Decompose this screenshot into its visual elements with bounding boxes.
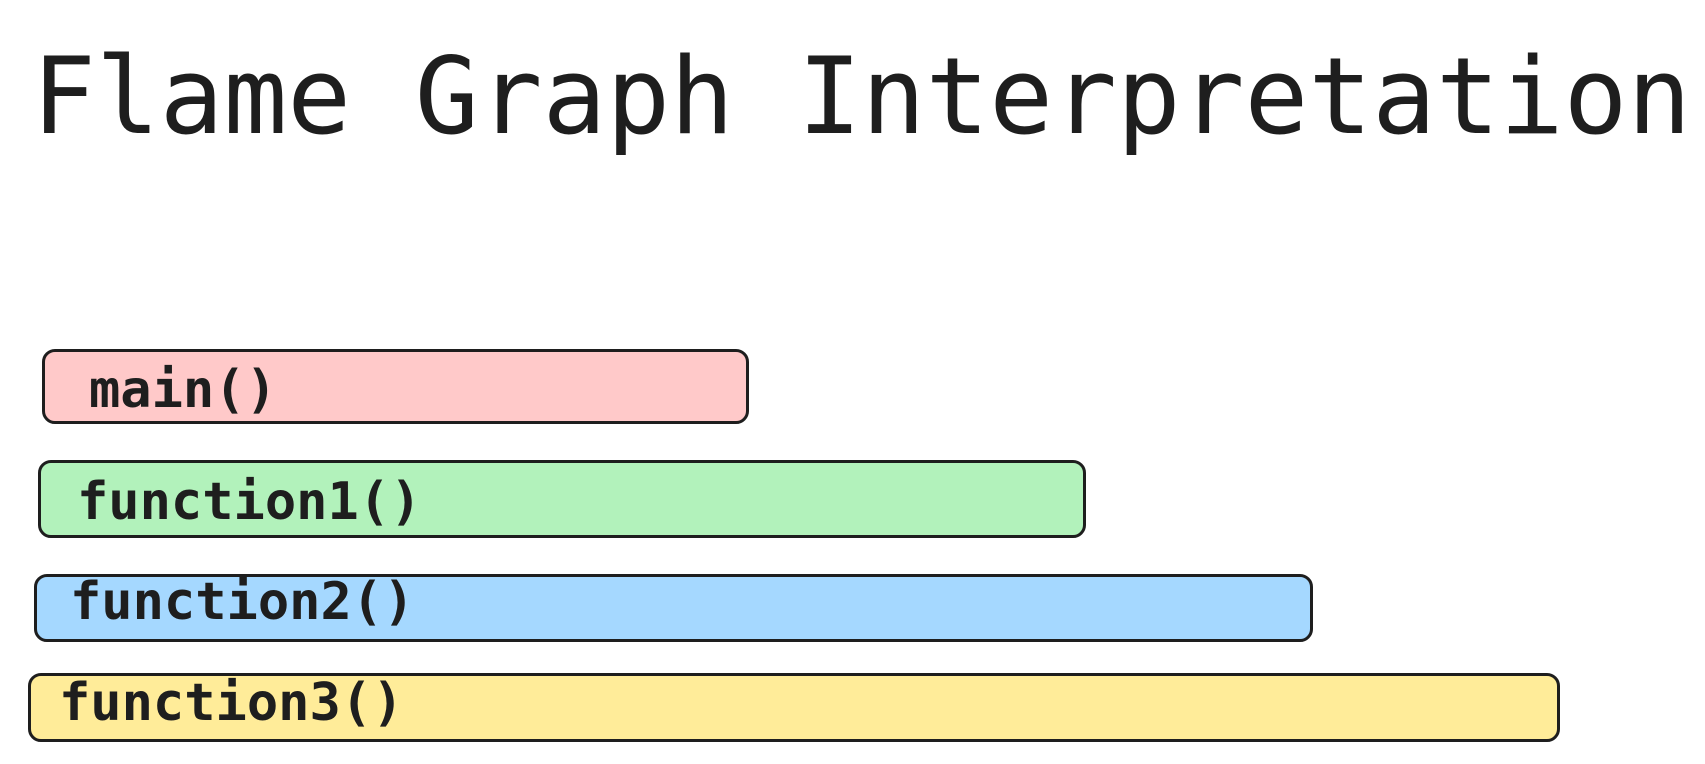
frame-function1[interactable]: function1() [38, 460, 1086, 538]
frame-label-function3: function3() [59, 672, 404, 733]
frame-label-function2: function2() [70, 572, 415, 632]
diagram-title: Flame Graph Interpretation [32, 35, 1692, 158]
frame-main[interactable]: main() [42, 349, 749, 424]
frame-label-function1: function1() [77, 472, 422, 532]
frame-function2[interactable]: function2() [34, 574, 1313, 642]
frame-label-main: main() [89, 359, 277, 420]
frame-function3[interactable]: function3() [28, 673, 1560, 742]
